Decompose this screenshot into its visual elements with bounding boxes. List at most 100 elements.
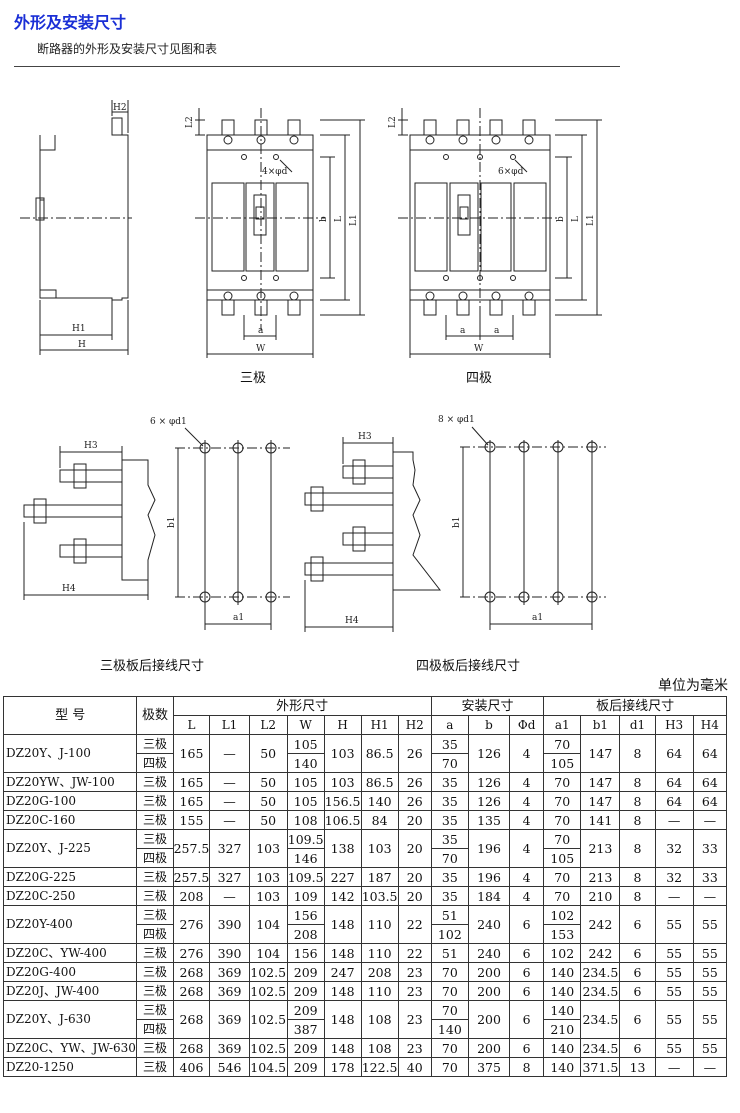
cell-a1: 140 xyxy=(543,1038,582,1058)
cell-l2: 104 xyxy=(248,905,288,944)
cell-h1: 122.5 xyxy=(360,1057,399,1077)
cell-b: 240 xyxy=(467,905,511,944)
cell-h: 148 xyxy=(323,981,362,1001)
cell-d1: 8 xyxy=(619,829,656,868)
col-header-H1: H1 xyxy=(360,715,399,735)
page-title: 外形及安装尺寸 xyxy=(14,13,127,32)
cell-d: 6 xyxy=(509,905,545,944)
cell-l: 165 xyxy=(172,734,211,773)
cell-b: 184 xyxy=(467,886,511,906)
cell-l1: 369 xyxy=(209,981,250,1001)
cell-h3: 55 xyxy=(654,962,694,982)
caption-three-pole: 三极 xyxy=(240,371,267,386)
cell-a: 35 xyxy=(430,734,469,754)
cell-b: 200 xyxy=(467,981,511,1001)
cell-b: 200 xyxy=(467,1000,511,1039)
dim-label-3p-L2: L2 xyxy=(185,116,195,128)
cell-a1-4p: 105 xyxy=(543,753,582,773)
cell-h3: — xyxy=(654,810,694,830)
dim-label-3r-b1: b1 xyxy=(167,517,177,529)
cell-h: 247 xyxy=(323,962,362,982)
cell-h1: 103.5 xyxy=(360,886,399,906)
cell-h3: 55 xyxy=(654,905,694,944)
cell-poles: 三极 xyxy=(136,791,174,811)
title-divider xyxy=(14,66,620,67)
cell-l1: — xyxy=(209,810,250,830)
cell-w: 105 xyxy=(286,772,325,792)
dim-label-3r-H3: H3 xyxy=(84,441,98,451)
cell-h2: 22 xyxy=(397,943,432,963)
cell-h1: 187 xyxy=(360,867,399,887)
cell-l: 208 xyxy=(172,886,211,906)
cell-model: DZ20C、YW-400 xyxy=(2,943,138,963)
cell-a-4p: 140 xyxy=(430,1019,469,1039)
col-header-d1: d1 xyxy=(619,715,656,735)
dim-label-H2: H2 xyxy=(113,103,127,113)
cell-l: 257.5 xyxy=(172,867,211,887)
cell-model: DZ20J、JW-400 xyxy=(2,981,138,1001)
cell-a: 35 xyxy=(430,886,469,906)
cell-a: 70 xyxy=(430,1038,469,1058)
cell-h: 103 xyxy=(323,772,362,792)
cell-w-4p: 387 xyxy=(286,1019,325,1039)
cell-h2: 23 xyxy=(397,981,432,1001)
cell-h3: 32 xyxy=(654,867,694,887)
cell-poles: 三极 xyxy=(136,772,174,792)
dim-label-3r-H4: H4 xyxy=(62,584,76,594)
cell-h4: 33 xyxy=(692,867,728,887)
col-header-b1: b1 xyxy=(580,715,621,735)
cell-h4: 64 xyxy=(692,791,728,811)
col-header-H: H xyxy=(323,715,362,735)
four-pole-rear-side-drawing: H3 H4 xyxy=(304,432,442,632)
cell-h4: 64 xyxy=(692,772,728,792)
cell-d1: 6 xyxy=(619,905,656,944)
cell-w: 105 xyxy=(286,734,325,754)
cell-l: 165 xyxy=(172,791,211,811)
three-pole-front-drawing: 4×φd L2 b L L1 a W xyxy=(185,108,365,358)
cell-poles: 三极 xyxy=(136,867,174,887)
cell-a1: 70 xyxy=(543,772,582,792)
cell-d: 4 xyxy=(509,867,545,887)
cell-a1-4p: 105 xyxy=(543,848,582,868)
three-pole-rear-side-drawing: H3 H4 xyxy=(23,441,156,600)
cell-h3: — xyxy=(654,886,694,906)
cell-b1: 141 xyxy=(580,810,621,830)
caption-four-pole-rear: 四极板后接线尺寸 xyxy=(416,659,521,674)
dim-label-4p-a2: a xyxy=(494,326,500,336)
cell-a-4p: 70 xyxy=(430,753,469,773)
cell-b1: 213 xyxy=(580,867,621,887)
cell-h2: 23 xyxy=(397,1038,432,1058)
cell-h: 148 xyxy=(323,1000,362,1039)
cell-d: 6 xyxy=(509,962,545,982)
cell-a1: 102 xyxy=(543,943,582,963)
cell-l1: 390 xyxy=(209,943,250,963)
col-header-H2: H2 xyxy=(397,715,432,735)
group-header-rear: 板后接线尺寸 xyxy=(543,696,727,716)
cell-w: 109.5 xyxy=(286,829,325,849)
cell-d1: 13 xyxy=(619,1057,656,1077)
cell-model: DZ20-1250 xyxy=(2,1057,138,1077)
cell-a1: 70 xyxy=(543,734,582,754)
cell-d: 8 xyxy=(509,1057,545,1077)
cell-a1: 140 xyxy=(543,962,582,982)
dim-label-4p-holes: 6×φd xyxy=(498,167,524,177)
dim-label-4p-L2: L2 xyxy=(388,116,398,128)
side-view-drawing: H2 H1 H xyxy=(20,100,132,355)
cell-h1: 110 xyxy=(360,981,399,1001)
cell-w: 156 xyxy=(286,905,325,925)
cell-h4: 33 xyxy=(692,829,728,868)
cell-w: 209 xyxy=(286,962,325,982)
cell-poles: 三极 xyxy=(136,829,174,849)
cell-w: 156 xyxy=(286,943,325,963)
cell-h4: 55 xyxy=(692,1038,728,1058)
cell-a1: 140 xyxy=(543,1000,582,1020)
cell-l2: 102.5 xyxy=(248,981,288,1001)
cell-h3: 64 xyxy=(654,791,694,811)
caption-three-pole-rear: 三极板后接线尺寸 xyxy=(100,659,205,674)
col-header-a1: a1 xyxy=(543,715,582,735)
cell-b: 200 xyxy=(467,1038,511,1058)
cell-l2: 102.5 xyxy=(248,962,288,982)
cell-h: 103 xyxy=(323,734,362,773)
